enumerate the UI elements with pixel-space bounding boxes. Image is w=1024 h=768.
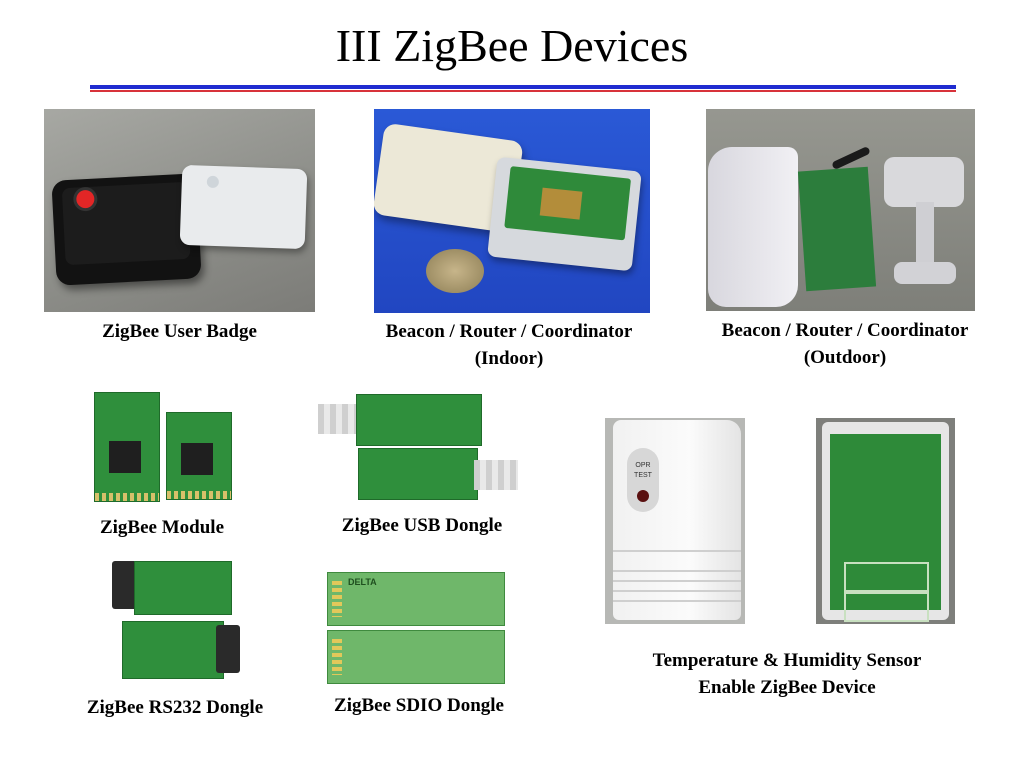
slide-title: III ZigBee Devices [335,20,689,71]
usb-plug [474,460,518,490]
usb-plug [318,404,358,434]
photo-zigbee-module [92,390,234,502]
photo-sdio-dongle: DELTA [325,570,505,684]
caption-user-badge: ZigBee User Badge [102,321,257,342]
sensor-label-opr: OPR [635,462,651,469]
usb-board [358,448,478,500]
photo-sensor-case: OPR TEST [605,418,745,624]
white-badge [179,164,308,250]
caption-zigbee-module: ZigBee Module [99,517,225,538]
sensor-open-case [822,422,949,622]
caption-usb-dongle: ZigBee USB Dongle [341,515,503,536]
photo-outdoor-beacon [706,109,975,311]
rs232-connector [216,625,240,673]
title-underline-blue [90,85,956,89]
photo-indoor-beacon [374,109,650,313]
rs232-connector [112,561,138,609]
coin [426,249,484,293]
module-board [166,412,232,500]
caption-rs232-dongle: ZigBee RS232 Dongle [86,697,264,718]
caption-sdio-dongle: ZigBee SDIO Dongle [334,695,504,716]
photo-usb-dongle [316,392,522,502]
photo-sensor-open [816,418,955,624]
photo-rs232-dongle [108,555,244,681]
sensor-label-test: TEST [634,472,652,479]
black-badge [51,173,202,286]
caption-indoor-beacon: Beacon / Router / Coordinator (Indoor) [385,321,633,369]
photo-user-badge [44,109,315,312]
sensor-case: OPR TEST [613,420,741,620]
title-underline-red [90,90,956,92]
sdio-board: DELTA [327,572,505,626]
outdoor-board [797,166,877,292]
sensor-led [637,490,649,502]
rs232-board [134,561,232,615]
outdoor-shell [708,147,798,307]
module-board [94,392,160,502]
rs232-board [122,621,224,679]
caption-outdoor-beacon: Beacon / Router / Coordinator (Outdoor) [721,320,969,368]
mount-bracket [884,157,964,287]
sensor-button-panel: OPR TEST [627,448,659,512]
caption-sensor: Temperature & Humidity Sensor Enable Zig… [652,650,922,698]
sdio-board [327,630,505,684]
usb-board [356,394,482,446]
case-open [487,156,642,272]
sdio-brand-label: DELTA [348,577,377,587]
